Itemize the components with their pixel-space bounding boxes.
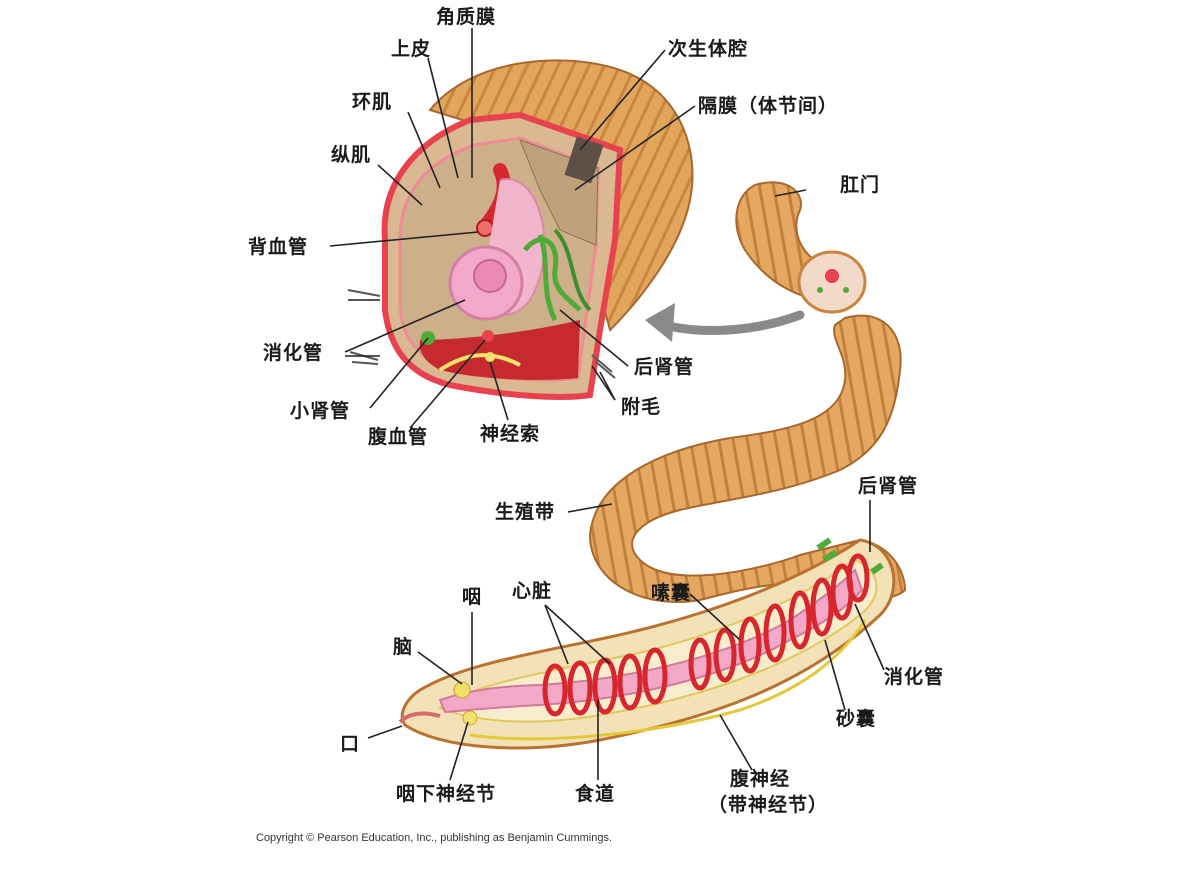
label-crop: 嗉囊 (651, 582, 692, 604)
coelom-gap (564, 136, 604, 184)
direction-arrow-head (645, 303, 675, 342)
label-metanephridium-bottom: 后肾管 (858, 475, 919, 497)
label-setae: 附毛 (621, 396, 662, 418)
setae-right (591, 354, 616, 379)
label-hearts: 心脏 (512, 580, 553, 602)
copyright-notice: Copyright © Pearson Education, Inc., pub… (256, 832, 613, 844)
label-longitudinal-muscle: 纵肌 (331, 144, 372, 166)
nephridium-2 (553, 228, 592, 312)
label-clitellum: 生殖带 (495, 501, 556, 523)
digestive-tract (438, 568, 864, 714)
label-anus: 肛门 (840, 174, 881, 196)
nephridium (523, 234, 582, 322)
nerve-cord (438, 353, 521, 372)
ventral-vessel-section (482, 330, 494, 342)
label-small-nephridium: 小肾管 (290, 400, 351, 422)
label-pharynx: 咽 (462, 586, 483, 608)
label-segmental-ganglia: （带神经节） (708, 794, 829, 816)
subpharyngeal-ganglion (462, 710, 478, 726)
label-brain: 脑 (393, 636, 414, 658)
posterior-nephridia (816, 537, 884, 575)
gut-typhlosole (473, 259, 507, 293)
worm-body (398, 181, 907, 750)
dorsal-vessel-section (476, 219, 494, 237)
label-esophagus: 食道 (575, 783, 616, 805)
leader-lines (329, 28, 885, 781)
worm-anterior-cavity (438, 558, 878, 723)
direction-arrow (663, 310, 805, 335)
label-nerve-cord: 神经索 (480, 423, 541, 445)
brain (453, 681, 471, 699)
label-dorsal-vessel: 背血管 (248, 236, 309, 258)
label-digestive-tract-top: 消化管 (263, 342, 324, 364)
label-mouth: 口 (340, 733, 361, 755)
label-subpharyngeal-ganglion: 咽下神经节 (396, 783, 497, 805)
ventral-nerve-cord (469, 619, 867, 741)
heart-rings (542, 553, 870, 717)
label-gizzard: 砂囊 (836, 708, 877, 730)
label-circular-muscle: 环肌 (352, 91, 393, 113)
label-metanephridium-top: 后肾管 (634, 356, 695, 378)
label-digestive-tract-bottom: 消化管 (884, 666, 945, 688)
label-septum: 隔膜（体节间） (698, 95, 839, 117)
cross-section-ventral-region (419, 320, 580, 380)
label-ventral-vessel: 腹血管 (368, 426, 429, 448)
cross-section (347, 59, 694, 400)
label-ventral-nerve: 腹神经 (730, 768, 791, 790)
label-epidermis: 上皮 (391, 38, 432, 60)
label-cuticle: 角质膜 (436, 6, 497, 28)
setae-left (347, 289, 381, 365)
mouth (398, 711, 441, 724)
worm-mid (588, 314, 907, 603)
label-coelom: 次生体腔 (668, 38, 749, 60)
